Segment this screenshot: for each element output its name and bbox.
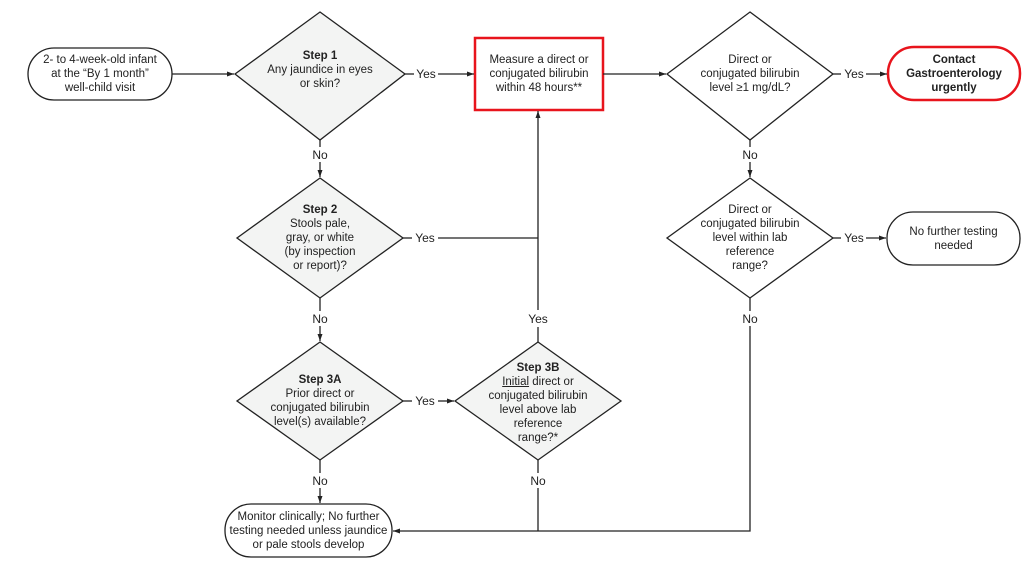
step2-line: (by inspection <box>284 246 356 258</box>
step2-line: Stools pale, <box>289 218 351 230</box>
edge-label-level-no: No <box>742 148 758 162</box>
monitor-line: Monitor clinically; No further <box>237 510 380 523</box>
range-check-line: level within lab <box>712 232 788 244</box>
step1-text: Step 1 Any jaundice in eyes or skin? <box>255 40 385 100</box>
step2-text: Step 2 Stools pale, gray, or white (by i… <box>260 200 380 276</box>
no-further-line: needed <box>934 239 973 252</box>
step1-line: or skin? <box>299 78 341 90</box>
step3b-first-line: Initial direct or <box>502 375 574 389</box>
range-check-line: reference <box>725 246 775 258</box>
step3a-line: level(s) available? <box>273 416 367 428</box>
contact-gi-line: Gastroenterology <box>906 67 1002 80</box>
no-further-line: No further testing <box>909 225 998 238</box>
step3b-title: Step 3B <box>516 362 560 374</box>
no-further-text: No further testing needed <box>887 212 1020 265</box>
step3b-text: Step 3B Initial direct or conjugated bil… <box>473 358 603 448</box>
start-line: 2- to 4-week-old infant <box>43 54 157 66</box>
edge-label-step1-yes: Yes <box>416 67 436 81</box>
measure-text: Measure a direct or conjugated bilirubin… <box>475 38 603 110</box>
step1-line: Any jaundice in eyes <box>267 64 373 76</box>
measure-line: Measure a direct or <box>489 54 589 66</box>
step1-title: Step 1 <box>302 50 338 62</box>
connector-range-no-b <box>393 326 751 534</box>
step3a-line: Prior direct or <box>285 388 355 400</box>
range-check-text: Direct or conjugated bilirubin level wit… <box>685 200 815 276</box>
step3a-text: Step 3A Prior direct or conjugated bilir… <box>255 370 385 432</box>
edge-label-step3b-yes: Yes <box>528 312 548 326</box>
edge-label-step2-no: No <box>312 312 328 326</box>
step3b-first-line-rest: direct or <box>529 376 574 388</box>
contact-gi-line: Contact <box>932 53 976 66</box>
step3a-line: conjugated bilirubin <box>270 402 370 414</box>
edge-label-step3a-yes: Yes <box>415 394 435 408</box>
edge-label-step3b-no: No <box>530 474 546 488</box>
level-check-line: conjugated bilirubin <box>700 68 800 80</box>
monitor-text: Monitor clinically; No further testing n… <box>225 504 392 557</box>
range-check-line: conjugated bilirubin <box>700 218 800 230</box>
level-check-line: Direct or <box>728 54 772 66</box>
no-further-terminal <box>886 211 1021 266</box>
measure-box <box>473 36 605 112</box>
step2-title: Step 2 <box>302 204 338 216</box>
step2-line: gray, or white <box>285 232 355 244</box>
step2-line: or report)? <box>293 260 347 272</box>
measure-line: within 48 hours** <box>495 82 583 94</box>
contact-gi-text: Contact Gastroenterology urgently <box>888 47 1020 100</box>
step3b-line: conjugated bilirubin <box>488 390 588 402</box>
edge-label-step3a-no: No <box>312 474 328 488</box>
start-text: 2- to 4-week-old infant at the “By 1 mon… <box>28 48 172 100</box>
edge-label-range-yes: Yes <box>844 231 864 245</box>
step3b-line: reference <box>513 418 563 430</box>
edge-label-step2-yes: Yes <box>415 231 435 245</box>
level-check-text: Direct or conjugated bilirubin level ≥1 … <box>685 44 815 104</box>
monitor-line: or pale stools develop <box>252 538 365 551</box>
step3b-underlined-word: Initial <box>502 376 530 388</box>
monitor-line: testing needed unless jaundice <box>229 524 388 537</box>
contact-gi-terminal <box>886 45 1022 102</box>
range-check-line: range? <box>732 260 768 272</box>
step3a-title: Step 3A <box>298 374 342 386</box>
step3b-line: level above lab <box>499 404 577 416</box>
monitor-terminal <box>224 503 393 558</box>
edge-label-range-no: No <box>742 312 758 326</box>
edge-label-level-yes: Yes <box>844 67 864 81</box>
start-line: well-child visit <box>64 82 136 94</box>
contact-gi-line: urgently <box>931 81 977 94</box>
step3b-line: range?* <box>517 432 559 444</box>
edge-label-step1-no: No <box>312 148 328 162</box>
start-line: at the “By 1 month” <box>51 68 149 80</box>
measure-line: conjugated bilirubin <box>489 68 589 80</box>
level-check-line: level ≥1 mg/dL? <box>709 82 791 94</box>
range-check-line: Direct or <box>728 204 772 216</box>
